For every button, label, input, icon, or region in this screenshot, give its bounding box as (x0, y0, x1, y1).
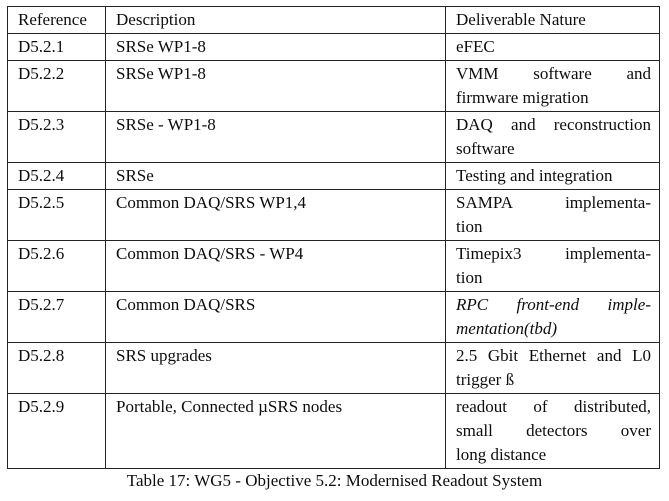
cell-description: SRSe WP1-8 (105, 60, 446, 112)
column-header-deliverable-nature: Deliverable Nature (445, 6, 660, 34)
deliverable-line: 2.5 Gbit Ethernet and L0 (456, 346, 651, 365)
cell-deliverable-nature: 2.5 Gbit Ethernet and L0 trigger ß (445, 342, 660, 394)
cell-description: SRS upgrades (105, 342, 446, 394)
table-row: D5.2.3 SRSe - WP1-8 DAQ and reconstructi… (7, 111, 660, 163)
deliverable-line: VMM software and (456, 64, 651, 83)
deliverable-line: long distance (456, 445, 547, 464)
cell-deliverable-nature: Testing and integration (445, 162, 660, 190)
deliverable-line: tion (456, 217, 483, 236)
deliverable-line: trigger ß (456, 370, 515, 389)
deliverable-line: firmware migration (456, 88, 589, 107)
cell-description: Common DAQ/SRS (105, 291, 446, 343)
table-row: D5.2.7 Common DAQ/SRS RPC front-end impl… (7, 291, 660, 343)
table-row: D5.2.4 SRSe Testing and integration (7, 162, 660, 190)
cell-description: SRSe (105, 162, 446, 190)
cell-reference: D5.2.9 (7, 393, 106, 469)
deliverable-line: readout of distributed, (456, 397, 651, 416)
table-row: D5.2.6 Common DAQ/SRS - WP4 Timepix3 imp… (7, 240, 660, 292)
cell-deliverable-nature: VMM software and firmware migration (445, 60, 660, 112)
cell-description: Common DAQ/SRS WP1,4 (105, 189, 446, 241)
cell-reference: D5.2.1 (7, 33, 106, 61)
deliverable-line: RPC front-end imple- (456, 295, 651, 314)
cell-description: Common DAQ/SRS - WP4 (105, 240, 446, 292)
deliverable-line: tion (456, 268, 483, 287)
cell-description: SRSe WP1-8 (105, 33, 446, 61)
deliverable-line: mentation(tbd) (456, 319, 558, 338)
column-header-reference: Reference (7, 6, 106, 34)
cell-deliverable-nature: RPC front-end imple-mentation(tbd) (445, 291, 660, 343)
cell-description: Portable, Connected µSRS nodes (105, 393, 446, 469)
deliverable-line: small detectors over (456, 421, 651, 440)
deliverable-line: DAQ and reconstruction (456, 115, 651, 134)
table-row: D5.2.2 SRSe WP1-8 VMM software and firmwa… (7, 60, 660, 112)
cell-reference: D5.2.4 (7, 162, 106, 190)
cell-deliverable-nature: readout of distributed, small detectors o… (445, 393, 660, 469)
deliverable-line: Testing and integration (456, 166, 613, 185)
deliverable-line: software (456, 139, 515, 158)
cell-reference: D5.2.7 (7, 291, 106, 343)
table-caption: Table 17: WG5 - Objective 5.2: Modernise… (126, 471, 543, 490)
cell-reference: D5.2.2 (7, 60, 106, 112)
cell-deliverable-nature: DAQ and reconstruction software (445, 111, 660, 163)
cell-reference: D5.2.3 (7, 111, 106, 163)
cell-deliverable-nature: Timepix3 implementa-tion (445, 240, 660, 292)
column-header-description: Description (105, 6, 446, 34)
table-row: D5.2.9 Portable, Connected µSRS nodes re… (7, 393, 660, 469)
deliverable-line: Timepix3 implementa- (456, 244, 651, 263)
table-row: D5.2.5 Common DAQ/SRS WP1,4 SAMPA implem… (7, 189, 660, 241)
cell-deliverable-nature: eFEC (445, 33, 660, 61)
cell-deliverable-nature: SAMPA implementa-tion (445, 189, 660, 241)
cell-reference: D5.2.5 (7, 189, 106, 241)
table-row: D5.2.8 SRS upgrades 2.5 Gbit Ethernet an… (7, 342, 660, 394)
header-row: Reference Description Deliverable Nature (7, 6, 660, 34)
table-body: D5.2.1 SRSe WP1-8 eFEC D5.2.2 SRSe WP1-8… (7, 33, 660, 469)
cell-description: SRSe - WP1-8 (105, 111, 446, 163)
deliverable-line: eFEC (456, 37, 495, 56)
table-row: D5.2.1 SRSe WP1-8 eFEC (7, 33, 660, 61)
deliverables-table: Reference Description Deliverable Nature… (7, 6, 660, 469)
cell-reference: D5.2.6 (7, 240, 106, 292)
cell-reference: D5.2.8 (7, 342, 106, 394)
deliverable-line: SAMPA implementa- (456, 193, 651, 212)
